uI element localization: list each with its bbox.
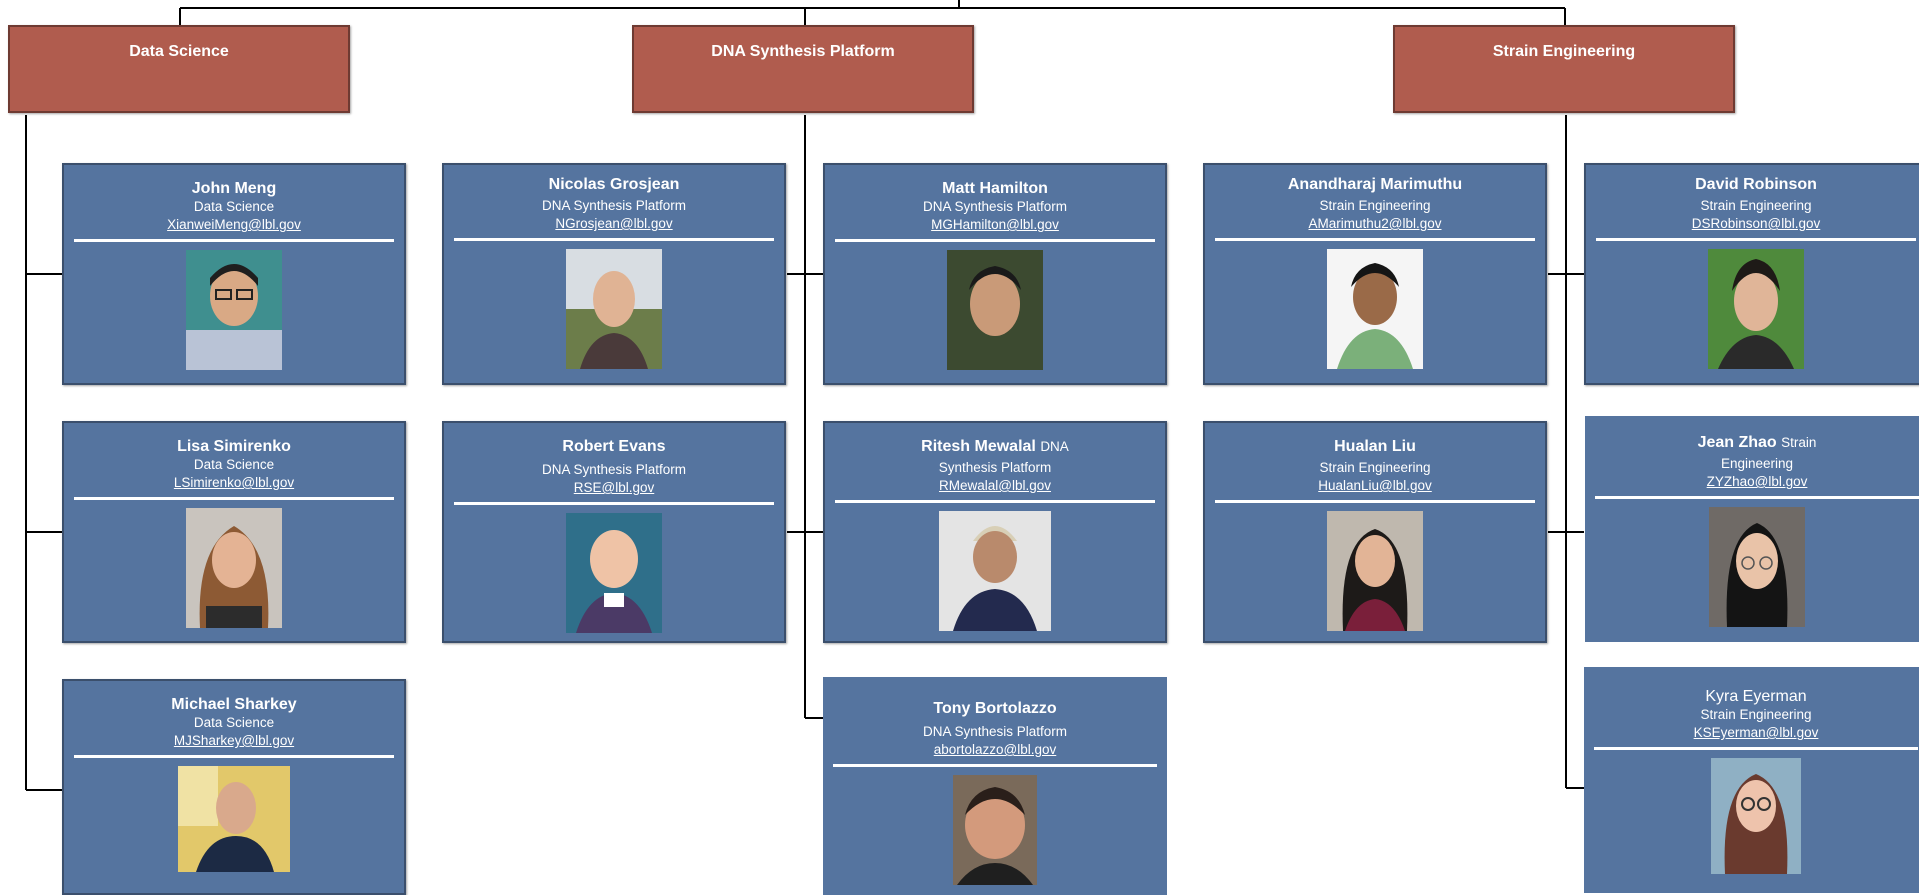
person-photo <box>1327 249 1423 369</box>
person-name: Nicolas Grosjean <box>548 176 680 193</box>
person-name-suffix: DNA <box>1040 439 1069 454</box>
person-photo <box>953 775 1037 885</box>
person-dept: Data Science <box>193 715 275 730</box>
person-photo <box>566 249 662 369</box>
divider <box>833 764 1157 767</box>
person-name: David Robinson <box>1695 176 1817 193</box>
person-photo <box>1327 511 1423 631</box>
dept-strain-engineering: Strain Engineering <box>1393 25 1735 113</box>
person-name-suffix: Strain <box>1781 435 1817 450</box>
person-card-robert-evans: Robert Evans DNA Synthesis Platform RSE@… <box>442 421 786 643</box>
person-card-john-meng: John Meng Data Science XianweiMeng@lbl.g… <box>62 163 406 385</box>
divider <box>454 502 774 505</box>
person-email[interactable]: XianweiMeng@lbl.gov <box>167 217 301 232</box>
person-photo <box>186 508 282 628</box>
person-card-lisa-simirenko: Lisa Simirenko Data Science LSimirenko@l… <box>62 421 406 643</box>
divider <box>1215 500 1535 503</box>
person-dept: Data Science <box>193 457 275 472</box>
divider <box>1596 238 1916 241</box>
person-email[interactable]: NGrosjean@lbl.gov <box>555 216 673 231</box>
person-photo <box>1711 758 1801 874</box>
person-card-michael-sharkey: Michael Sharkey Data Science MJSharkey@l… <box>62 679 406 895</box>
person-card-david-robinson: David Robinson Strain Engineering DSRobi… <box>1584 163 1919 385</box>
person-email[interactable]: MJSharkey@lbl.gov <box>173 733 295 748</box>
divider <box>1594 747 1918 750</box>
person-photo <box>178 766 290 872</box>
person-name: Lisa Simirenko <box>177 438 291 455</box>
person-card-nicolas-grosjean: Nicolas Grosjean DNA Synthesis Platform … <box>442 163 786 385</box>
person-name: Matt Hamilton <box>942 180 1048 197</box>
person-email[interactable]: LSimirenko@lbl.gov <box>173 475 295 490</box>
person-dept: DNA Synthesis Platform <box>541 462 687 477</box>
person-name: Hualan Liu <box>1334 438 1416 455</box>
person-name: Robert Evans <box>562 438 666 455</box>
person-name: Ritesh Mewalal DNA <box>825 437 1165 456</box>
person-email[interactable]: ZYZhao@lbl.gov <box>1706 474 1808 489</box>
person-dept: Strain Engineering <box>1700 707 1812 722</box>
divider <box>1595 496 1919 499</box>
person-card-kyra-eyerman: Kyra Eyerman Strain Engineering KSEyerma… <box>1584 667 1919 893</box>
person-name: Anandharaj Marimuthu <box>1287 176 1463 193</box>
person-photo <box>947 250 1043 370</box>
dept-label: Data Science <box>129 43 229 60</box>
person-card-hualan-liu: Hualan Liu Strain Engineering HualanLiu@… <box>1203 421 1547 643</box>
person-dept: DNA Synthesis Platform <box>922 199 1068 214</box>
person-name: Tony Bortolazzo <box>933 700 1057 717</box>
person-photo <box>1709 507 1805 627</box>
dept-data-science: Data Science <box>8 25 350 113</box>
person-name: Kyra Eyerman <box>1705 688 1807 705</box>
person-dept: DNA Synthesis Platform <box>922 724 1068 739</box>
divider <box>74 497 394 500</box>
person-name: Michael Sharkey <box>171 696 297 713</box>
person-dept: Strain Engineering <box>1700 198 1812 213</box>
person-email[interactable]: DSRobinson@lbl.gov <box>1691 216 1821 231</box>
divider <box>74 239 394 242</box>
person-photo <box>1708 249 1804 369</box>
person-email[interactable]: HualanLiu@lbl.gov <box>1318 478 1432 493</box>
person-email[interactable]: RMewalal@lbl.gov <box>939 478 1051 493</box>
person-dept: Strain Engineering <box>1319 460 1431 475</box>
person-card-jean-zhao: Jean Zhao Strain Engineering ZYZhao@lbl.… <box>1585 416 1919 642</box>
person-card-ritesh-mewalal: Ritesh Mewalal DNA Synthesis Platform RM… <box>823 421 1167 643</box>
person-name: Jean Zhao Strain <box>1585 433 1919 452</box>
person-photo <box>939 511 1051 631</box>
person-card-matt-hamilton: Matt Hamilton DNA Synthesis Platform MGH… <box>823 163 1167 385</box>
divider <box>835 239 1155 242</box>
dept-dna-synthesis: DNA Synthesis Platform <box>632 25 974 113</box>
person-card-tony-bortolazzo: Tony Bortolazzo DNA Synthesis Platform a… <box>823 677 1167 895</box>
divider <box>835 500 1155 503</box>
person-name-text: Ritesh Mewalal <box>921 438 1036 455</box>
person-name: John Meng <box>191 180 277 197</box>
person-photo <box>186 250 282 370</box>
person-email[interactable]: AMarimuthu2@lbl.gov <box>1308 216 1442 231</box>
dept-label: Strain Engineering <box>1492 43 1636 60</box>
person-email[interactable]: RSE@lbl.gov <box>573 480 655 495</box>
person-dept: Strain Engineering <box>1319 198 1431 213</box>
person-email[interactable]: abortolazzo@lbl.gov <box>933 742 1057 757</box>
divider <box>454 238 774 241</box>
person-email[interactable]: MGHamilton@lbl.gov <box>931 217 1059 232</box>
divider <box>74 755 394 758</box>
person-photo <box>566 513 662 633</box>
person-dept: Engineering <box>1720 456 1794 471</box>
person-dept: Synthesis Platform <box>938 460 1052 475</box>
dept-label: DNA Synthesis Platform <box>711 43 895 60</box>
person-card-anandharaj-marimuthu: Anandharaj Marimuthu Strain Engineering … <box>1203 163 1547 385</box>
person-name-text: Jean Zhao <box>1697 434 1777 451</box>
person-email[interactable]: KSEyerman@lbl.gov <box>1693 725 1819 740</box>
person-dept: DNA Synthesis Platform <box>541 198 687 213</box>
divider <box>1215 238 1535 241</box>
person-dept: Data Science <box>193 199 275 214</box>
